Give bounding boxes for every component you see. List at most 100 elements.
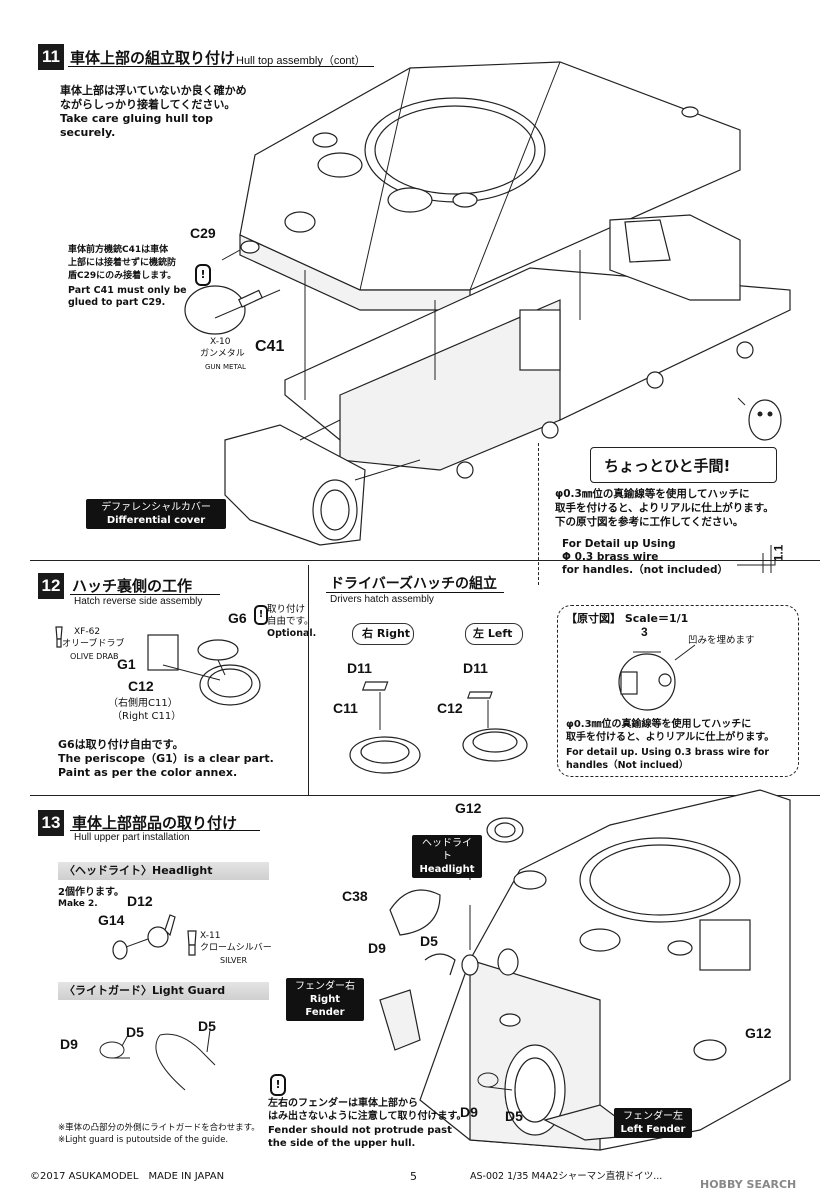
fender-note-en-1: Fender should not protrude past	[268, 1125, 452, 1136]
part-g12-top: G12	[455, 800, 482, 816]
hull-upper-drawing	[379, 789, 791, 1151]
part-g6-label: G6	[228, 610, 247, 626]
part-c38: C38	[342, 888, 368, 904]
c41-note-jp-3: 盾C29にのみ接着します。	[68, 271, 177, 281]
tip-en-3: for handles.（not included）	[562, 564, 729, 576]
step-11-subtitle: Hull top assembly（cont）	[236, 55, 366, 67]
part-g14: G14	[98, 912, 125, 928]
fullsize-heading-jp: 【原寸図】	[566, 612, 621, 625]
step-12-number: 12	[38, 573, 64, 599]
footer-product: AS-002 1/35 M4A2シャーマン直視ドイツ...	[470, 1171, 663, 1182]
hull-top-drawing	[184, 61, 791, 546]
paint-x11-en: SILVER	[220, 956, 248, 965]
handle-dimension-drawing	[737, 545, 776, 573]
optional-en: Optional.	[267, 628, 317, 639]
step-11-note-jp-2: ながらしっかり接着してください。	[60, 98, 236, 111]
part-c12-driver: C12	[437, 700, 463, 716]
step-11-number: 11	[38, 44, 64, 70]
differential-cover-en: Differential cover	[106, 515, 206, 526]
part-c11: C11	[333, 700, 358, 716]
step-12-title: ハッチ裏側の工作	[72, 577, 193, 595]
footer-page-number: 5	[410, 1170, 417, 1183]
optional-icon: !	[254, 605, 268, 625]
drivers-hatch-title: ドライバーズハッチの組立	[330, 576, 498, 592]
step-12-underline	[70, 594, 220, 595]
tip-jp-3: 下の原寸図を参考に工作してください。	[555, 516, 744, 528]
right-tag-jp: 右	[362, 627, 373, 640]
left-fender-label: フェンダー左 Left Fender	[614, 1108, 692, 1138]
drivers-hatch-subtitle: Drivers hatch assembly	[330, 594, 434, 605]
fullsize-note-en-2: handles（Not inclued）	[566, 760, 689, 771]
tip-en-1: For Detail up Using	[562, 538, 676, 550]
optional-jp-1: 取り付け	[267, 604, 306, 615]
paint-xf62-code: XF-62	[74, 627, 101, 637]
headlight-label-jp: ヘッドライト	[422, 838, 472, 862]
caution-icon: !	[195, 264, 211, 286]
step-11-note-jp-1: 車体上部は浮いていないか良く確かめ	[60, 84, 247, 97]
lg-part-d5-a: D5	[126, 1024, 144, 1040]
fullsize-heading: 【原寸図】 Scale＝1/1	[566, 612, 688, 625]
fender-note-jp-2: はみ出さないように注意して取り付けます。	[268, 1111, 467, 1122]
paint-brush-icon	[55, 626, 63, 648]
left-tag-en: Left	[487, 627, 513, 640]
fullsize-hatch-drawing	[618, 644, 696, 711]
guide-note-en: ※Light guard is putoutside of the guide.	[58, 1135, 229, 1145]
headlight-label-en: Headlight	[419, 864, 475, 875]
footer-watermark: HOBBY SEARCH	[700, 1178, 797, 1191]
optional-jp-2: 自由です。	[267, 616, 314, 627]
tip-dimension: 1.1	[771, 544, 786, 562]
paint-x10-code: X-10	[210, 337, 231, 347]
part-d11-left: D11	[463, 660, 488, 676]
fullsize-dim-3: 3	[641, 625, 648, 639]
right-tag-en: Right	[376, 627, 411, 640]
right-fender-jp: フェンダー右	[295, 981, 355, 992]
fender-note-en-2: the side of the upper hull.	[268, 1138, 416, 1149]
lightguard-subhead: 〈ライトガード〉Light Guard	[58, 982, 269, 1000]
footer-copyright: ©2017 ASUKAMODEL MADE IN JAPAN	[30, 1171, 225, 1182]
differential-cover-jp: デファレンシャルカバー	[101, 502, 211, 513]
fullsize-heading-scale: Scale＝1/1	[624, 612, 689, 625]
left-tag-text: 左 Left	[473, 627, 512, 640]
part-c41-label: C41	[255, 338, 285, 355]
step-13-underline	[70, 830, 260, 831]
c41-note-en-2: glued to part C29.	[68, 297, 166, 308]
tip-jp-1: φ0.3㎜位の真鍮線等を使用してハッチに	[555, 488, 750, 500]
left-tag-jp: 左	[473, 627, 484, 640]
left-tag	[465, 623, 523, 645]
step-11-note-en-1: Take care gluing hull top	[60, 112, 213, 125]
fullsize-note-jp-1: φ0.3㎜位の真鍮線等を使用してハッチに	[566, 719, 752, 730]
step-13-subtitle: Hull upper part installation	[74, 832, 190, 843]
drivers-hatch-drawing	[349, 681, 528, 774]
step-11-note-en-2: securely.	[60, 126, 116, 139]
lg-part-d5-b: D5	[198, 1018, 216, 1034]
c41-note-jp-1: 車体前方機銃C41は車体	[68, 245, 169, 255]
fender-note-jp-1: 左右のフェンダーは車体上部から	[268, 1098, 418, 1109]
right-tag	[352, 623, 414, 645]
lg-part-d9: D9	[60, 1036, 78, 1052]
right-c11-en: （Right C11）	[112, 711, 182, 722]
step-12-subtitle: Hatch reverse side assembly	[74, 596, 203, 607]
left-fender-jp: フェンダー左	[623, 1111, 683, 1122]
divider-step11	[30, 560, 820, 561]
paint-x10-jp: ガンメタル	[200, 349, 245, 359]
right-fender-label: フェンダー右 Right Fender	[286, 978, 364, 1021]
fullsize-box	[557, 605, 799, 777]
fullsize-note-jp-2: 取手を付けると、よりリアルに仕上がります。	[566, 732, 775, 743]
paint-x11-code: X-11	[200, 931, 221, 941]
fullsize-dent-jp: 凹みを埋めます	[688, 635, 755, 646]
step-12-note-en-1: The periscope（G1）is a clear part.	[58, 752, 274, 765]
step-13-number: 13	[38, 810, 64, 836]
part-c12-label-s12: C12	[128, 678, 154, 694]
tip-title: ちょっとひと手間!	[604, 457, 731, 475]
c41-note-en-1: Part C41 must only be	[68, 285, 187, 296]
differential-cover-label: デファレンシャルカバー Differential cover	[86, 499, 226, 529]
left-fender-en: Left Fender	[620, 1124, 686, 1135]
divider-vertical-12	[308, 565, 309, 795]
headlight-label: ヘッドライト Headlight	[412, 835, 482, 878]
make2-en: Make 2.	[58, 899, 98, 909]
tip-title-box	[590, 447, 777, 483]
paint-x11-jp: クロームシルバー	[200, 943, 272, 953]
paint-x10-en: GUN METAL	[205, 363, 246, 371]
step-12-note-jp: G6は取り付け自由です。	[58, 738, 184, 751]
c41-note-jp-2: 上部には接着せずに機銃防	[68, 258, 177, 268]
